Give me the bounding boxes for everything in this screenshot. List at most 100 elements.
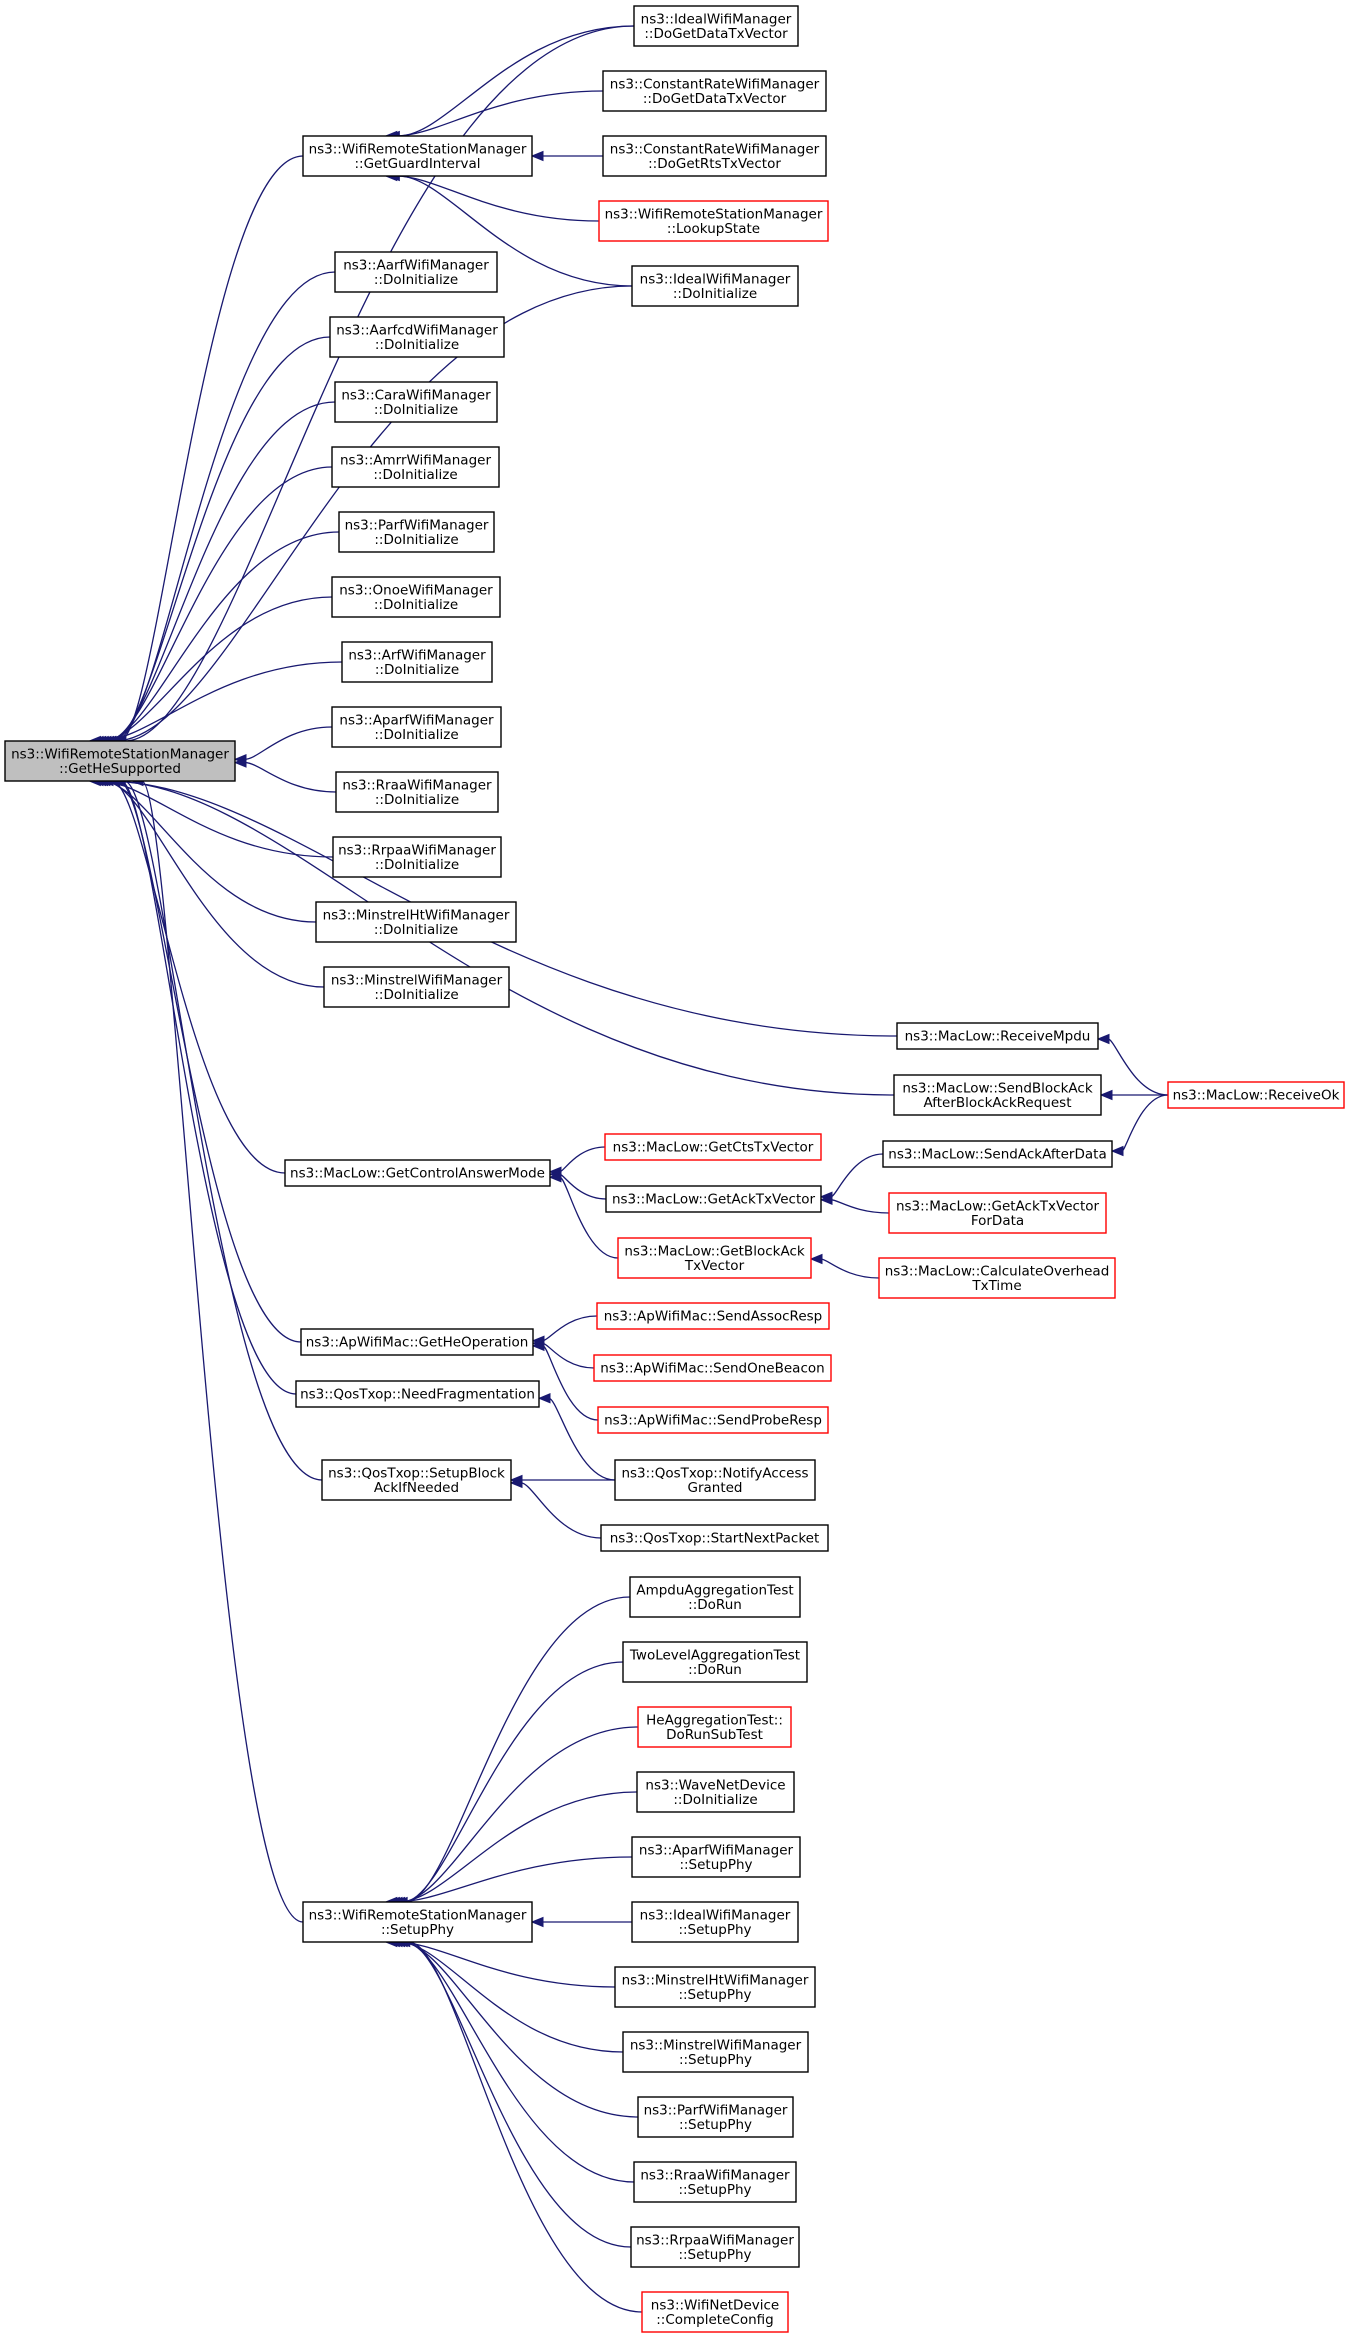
node-aparf-doinitialize[interactable]: ns3::AparfWifiManager::DoInitialize [331,706,502,748]
node-label-line: ns3::WifiRemoteStationManager [605,206,823,222]
edge-line [109,401,336,742]
node-needfragmentation[interactable]: ns3::QosTxop::NeedFragmentation [295,1380,540,1408]
edge-calculateoverheadtxtime-to-getblockacktxvector [809,1253,880,1279]
node-box [321,1459,512,1501]
node-ideal-doinitialize[interactable]: ns3::IdealWifiManager::DoInitialize [631,265,799,307]
edge-line [104,780,325,988]
node-box [602,135,827,177]
nodes-layer: ns3::WifiRemoteStationManager::GetHeSupp… [4,5,1345,2333]
node-minstrelht-doinitialize[interactable]: ns3::MinstrelHtWifiManager::DoInitialize [315,901,517,943]
node-box [334,251,498,293]
node-box [630,2226,800,2268]
node-wifinetdevice-completeconfig[interactable]: ns3::WifiNetDevice::CompleteConfig [641,2291,789,2333]
node-label-line: TxVector [684,1258,745,1274]
node-label-line: ns3::QosTxop::StartNextPacket [610,1531,820,1547]
edge-wavenetdevice-doinitialize-to-setupphy [387,1791,638,1908]
node-label-line: ::DoInitialize [374,532,458,548]
node-label-line: ns3::MacLow::CalculateOverhead [885,1263,1110,1279]
node-label-line: ns3::RrpaaWifiManager [338,842,496,858]
node-ideal-dogetdatatxvector[interactable]: ns3::IdealWifiManager::DoGetDataTxVector [633,5,799,47]
node-label-line: ns3::MacLow::GetAckTxVector [612,1192,816,1208]
node-wavenetdevice-doinitialize[interactable]: ns3::WaveNetDevice::DoInitialize [636,1771,795,1813]
node-label-line: ns3::MacLow::SendBlockAck [902,1080,1092,1096]
node-getcontrolanswermode[interactable]: ns3::MacLow::GetControlAnswerMode [284,1159,551,1187]
node-aarf-doinitialize[interactable]: ns3::AarfWifiManager::DoInitialize [334,251,498,293]
node-he-dorunsubtest[interactable]: HeAggregationTest::DoRunSubTest [637,1706,792,1748]
edge-line [406,1596,631,1903]
node-rraa-doinitialize[interactable]: ns3::RraaWifiManager::DoInitialize [335,771,499,813]
edge-line [114,271,336,742]
node-setupphy[interactable]: ns3::WifiRemoteStationManager::SetupPhy [302,1901,533,1943]
node-label-line: ::DoInitialize [375,337,459,353]
node-box [641,2291,789,2333]
node-label-line: ns3::ApWifiMac::GetHeOperation [306,1335,529,1351]
node-label-line: ns3::MacLow::ReceiveOk [1173,1088,1340,1104]
edge-line [102,596,333,742]
edge-line [406,1941,632,2248]
node-label-line: ::SetupPhy [678,1987,751,2003]
node-sendonebeacon[interactable]: ns3::ApWifiMac::SendOneBeacon [593,1354,832,1382]
node-box [315,901,517,943]
node-lookupstate[interactable]: ns3::WifiRemoteStationManager::LookupSta… [598,200,829,242]
edge-line [559,1146,606,1173]
node-startnextpacket[interactable]: ns3::QosTxop::StartNextPacket [600,1524,829,1552]
node-receivempdu[interactable]: ns3::MacLow::ReceiveMpdu [896,1022,1099,1050]
node-minstrel-doinitialize[interactable]: ns3::MinstrelWifiManager::DoInitialize [323,966,510,1008]
node-getacktxvector[interactable]: ns3::MacLow::GetAckTxVector [605,1185,822,1213]
node-label-line: ::SetupPhy [678,1922,751,1938]
node-box [593,1354,832,1382]
node-arf-doinitialize[interactable]: ns3::ArfWifiManager::DoInitialize [341,641,493,683]
edge-line [542,1342,595,1369]
node-constantrate-dogetrtstxvector[interactable]: ns3::ConstantRateWifiManager::DoGetRtsTx… [602,135,827,177]
node-sendackafterdata[interactable]: ns3::MacLow::SendAckAfterData [882,1140,1113,1168]
node-label-line: ns3::MacLow::GetCtsTxVector [613,1140,814,1156]
node-box [622,2031,809,2073]
node-minstrel-setupphy[interactable]: ns3::MinstrelWifiManager::SetupPhy [622,2031,809,2073]
node-aarfcd-doinitialize[interactable]: ns3::AarfcdWifiManager::DoInitialize [329,316,505,358]
node-box [633,2161,797,2203]
node-ideal-setupphy[interactable]: ns3::IdealWifiManager::SetupPhy [631,1901,799,1943]
node-rrpaa-doinitialize[interactable]: ns3::RrpaaWifiManager::DoInitialize [332,836,502,878]
node-onoe-doinitialize[interactable]: ns3::OnoeWifiManager::DoInitialize [331,576,501,618]
node-amrr-doinitialize[interactable]: ns3::AmrrWifiManager::DoInitialize [331,446,500,488]
edge-line [244,761,337,793]
node-label-line: ns3::WifiRemoteStationManager [309,141,527,157]
node-rrpaa-setupphy[interactable]: ns3::RrpaaWifiManager::SetupPhy [630,2226,800,2268]
node-root[interactable]: ns3::WifiRemoteStationManager::GetHeSupp… [4,740,236,782]
edge-parf-setupphy-to-setupphy [389,1936,639,2118]
node-constantrate-dogetdatatxvector[interactable]: ns3::ConstantRateWifiManager::DoGetDataT… [602,70,827,112]
node-parf-setupphy[interactable]: ns3::ParfWifiManager::SetupPhy [637,2096,794,2138]
node-aparf-setupphy[interactable]: ns3::AparfWifiManager::SetupPhy [631,1836,801,1878]
node-parf-doinitialize[interactable]: ns3::ParfWifiManager::DoInitialize [338,511,495,553]
edge-arrowhead [1110,1145,1124,1157]
edge-line [104,531,340,742]
node-label-line: ::DoInitialize [673,286,757,302]
edge-ideal-dogetdatatxvector-to-getguardinterval [387,25,635,142]
edge-ampdu-dorun-to-setupphy [394,1596,631,1908]
node-getguardinterval[interactable]: ns3::WifiRemoteStationManager::GetGuardI… [302,135,533,177]
edge-receiveok-to-receivempdu [1096,1033,1169,1096]
node-rraa-setupphy[interactable]: ns3::RraaWifiManager::SetupPhy [633,2161,797,2203]
node-minstrelht-setupphy[interactable]: ns3::MinstrelHtWifiManager::SetupPhy [614,1966,816,2008]
node-label-line: ns3::WifiRemoteStationManager [11,746,229,762]
node-cara-doinitialize[interactable]: ns3::CaraWifiManager::DoInitialize [334,381,498,423]
node-sendblockack[interactable]: ns3::MacLow::SendBlockAckAfterBlockAckRe… [893,1074,1102,1116]
node-ampdu-dorun[interactable]: AmpduAggregationTest::DoRun [629,1576,801,1618]
node-receiveok[interactable]: ns3::MacLow::ReceiveOk [1167,1081,1345,1109]
node-label-line: ns3::AarfcdWifiManager [336,322,498,338]
node-label-line: ::LookupState [667,221,760,237]
node-box [605,1185,822,1213]
node-twolevel-dorun[interactable]: TwoLevelAggregationTest::DoRun [622,1641,808,1683]
edge-arrowhead [509,1477,523,1489]
node-getheoperation[interactable]: ns3::ApWifiMac::GetHeOperation [300,1328,534,1356]
node-sendproberesp[interactable]: ns3::ApWifiMac::SendProbeResp [597,1406,829,1434]
node-sendassocresp[interactable]: ns3::ApWifiMac::SendAssocResp [596,1302,830,1330]
node-box [602,70,827,112]
node-getctstxvector[interactable]: ns3::MacLow::GetCtsTxVector [604,1133,822,1161]
